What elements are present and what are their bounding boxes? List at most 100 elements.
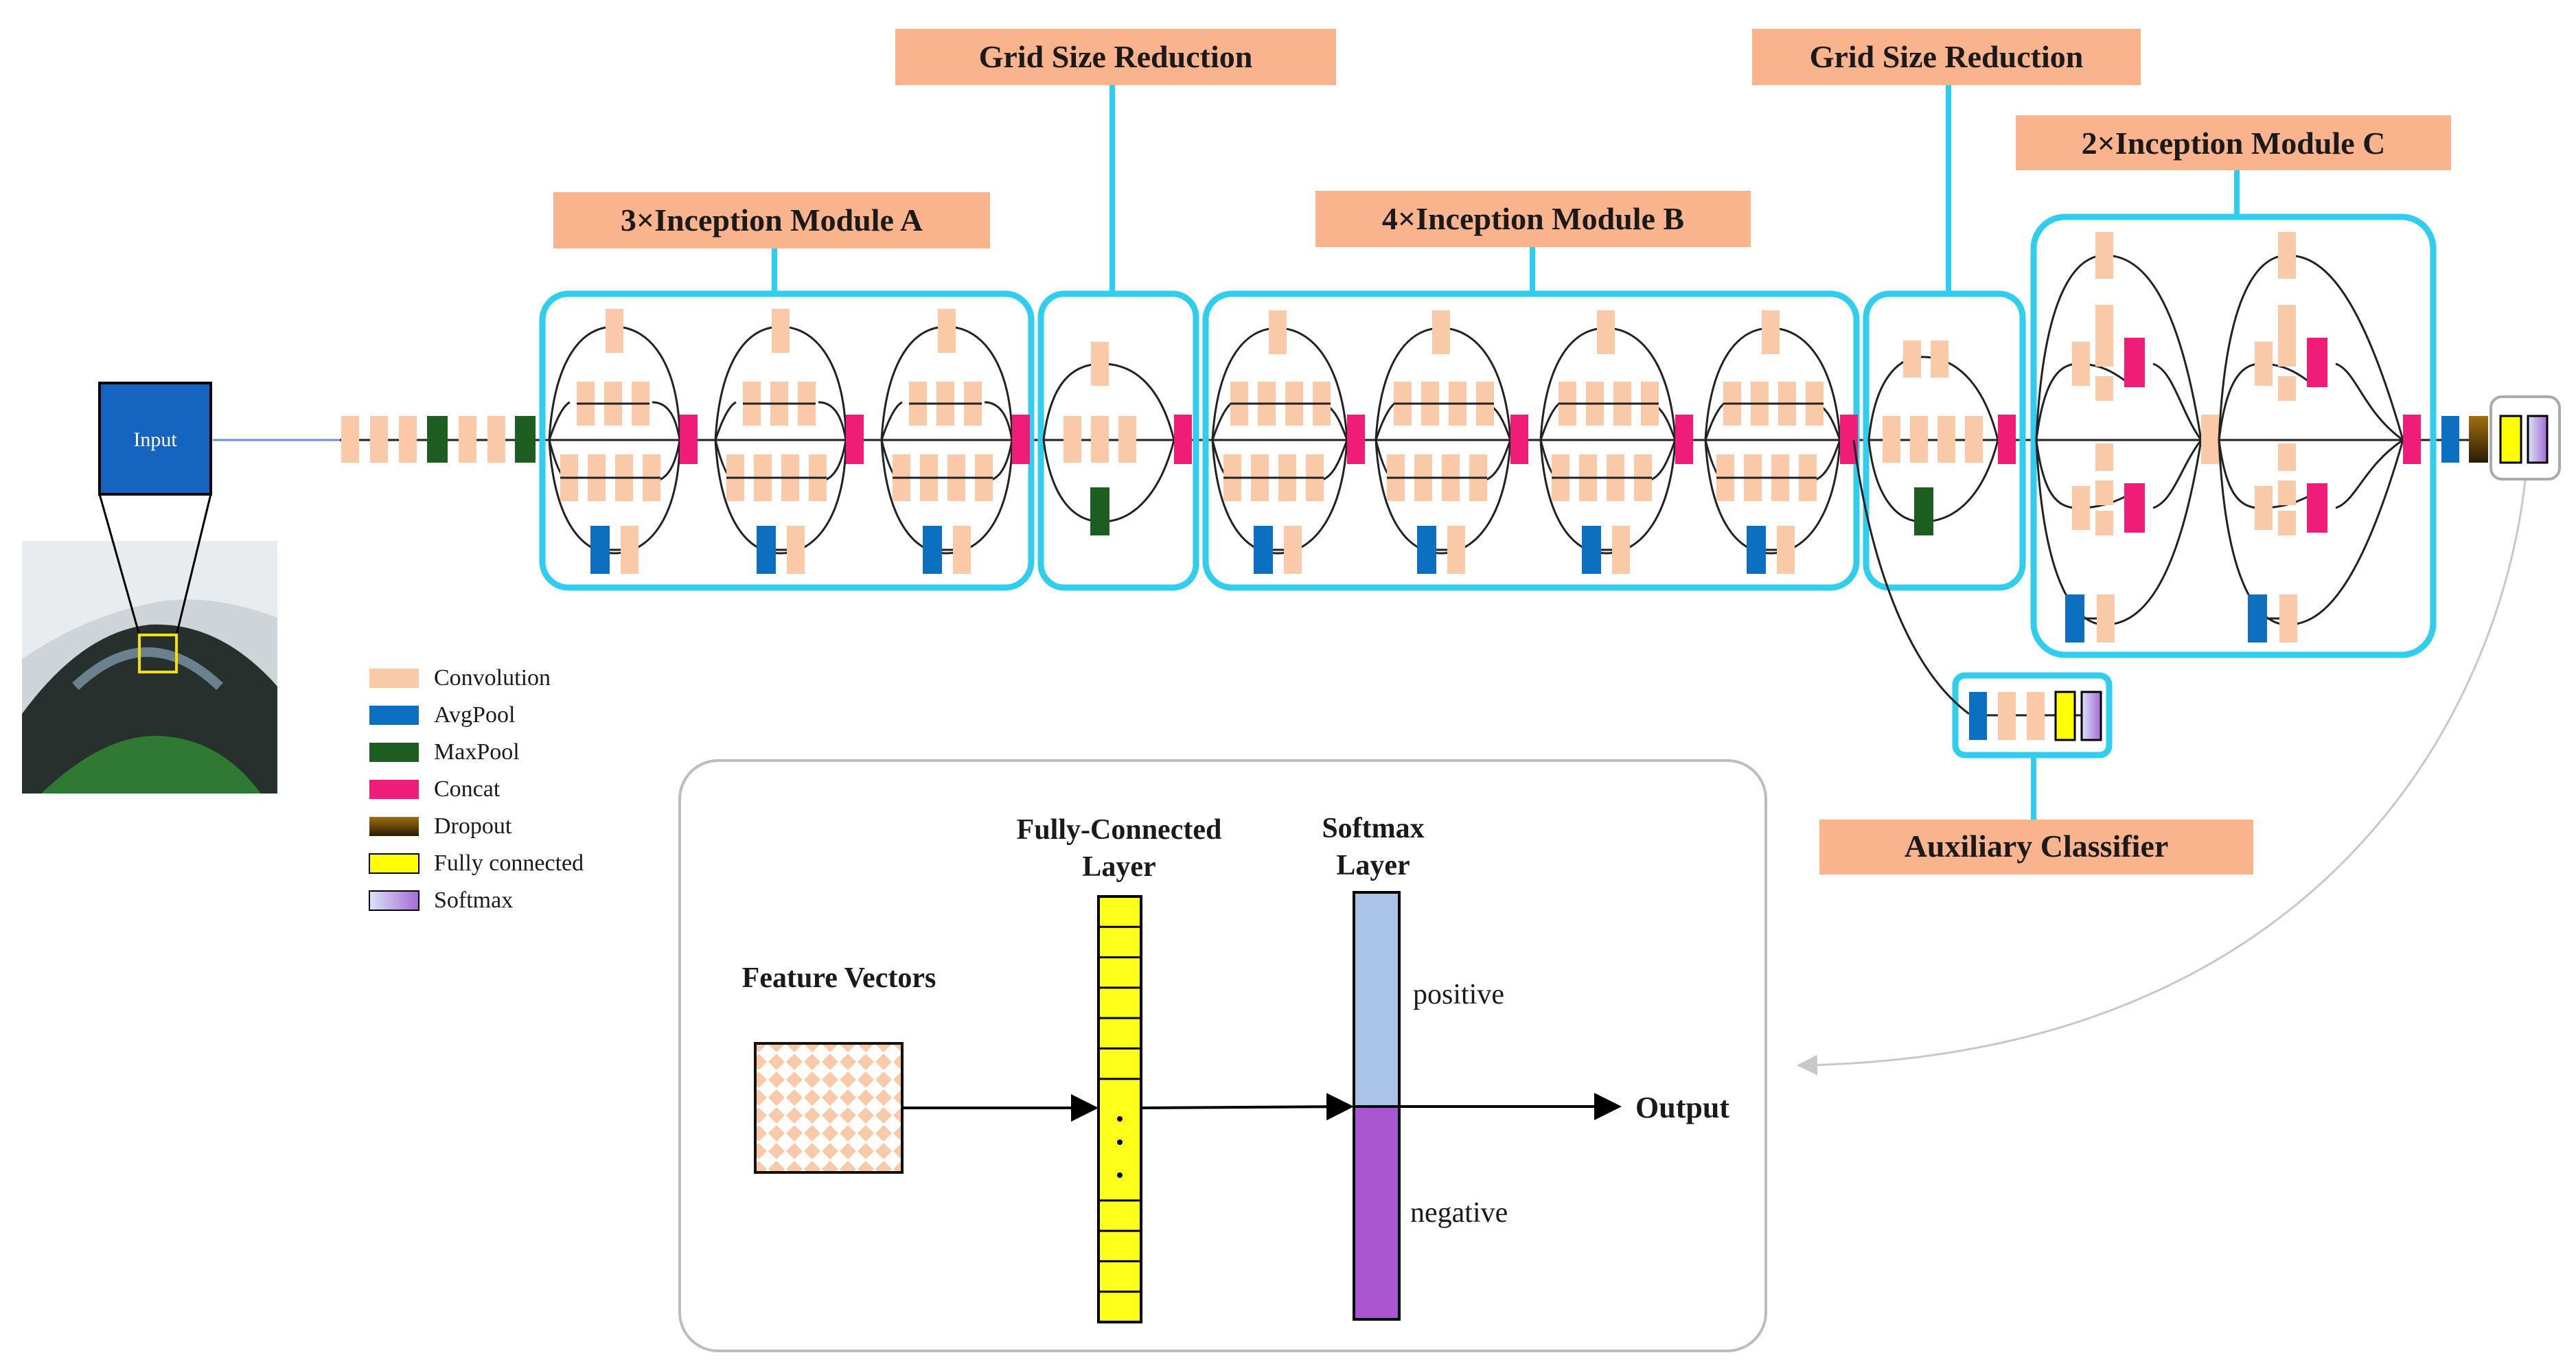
c-avgpool <box>2065 594 2084 643</box>
b-block-1 <box>1211 310 1365 574</box>
b-conv <box>1269 310 1287 354</box>
grid-reduction-2-frame <box>1863 290 2026 591</box>
positive-label: positive <box>1413 979 1504 1010</box>
b-conv <box>1284 526 1302 574</box>
c-conv <box>2278 343 2296 367</box>
c-conv <box>2255 342 2273 386</box>
banner-auxiliary <box>1819 820 2253 875</box>
softmax-layer-title-2: Layer <box>1336 850 1410 881</box>
b-branch-path <box>1704 439 1841 555</box>
aux-avgpool <box>1969 692 1987 740</box>
stem-layers <box>341 416 536 463</box>
zoom-region <box>138 634 178 673</box>
c-conv <box>2072 342 2090 386</box>
b-avgpool <box>1417 526 1436 574</box>
inception-c-blocks <box>2035 232 2421 643</box>
banner-grid-reduction-2-text: Grid Size Reduction <box>1810 39 2084 74</box>
c-concat <box>2403 415 2421 464</box>
b-conv <box>1447 526 1465 574</box>
zoom-line-right <box>175 494 212 636</box>
a-avgpool <box>923 526 942 574</box>
a-conv <box>772 309 790 353</box>
aux-conv-1 <box>1998 692 2016 740</box>
a-conv <box>938 309 956 353</box>
a-branch-path <box>984 401 1013 441</box>
a-conv <box>621 526 639 574</box>
legend-swatch-convolution <box>369 669 419 688</box>
a-conv <box>787 526 805 574</box>
input-photo <box>22 541 277 794</box>
c-concat <box>2307 483 2327 533</box>
b-branch-path <box>1539 439 1677 555</box>
c-branch-path <box>2152 439 2203 509</box>
head-fully-connected <box>2499 415 2522 464</box>
c-conv <box>2278 481 2296 505</box>
inception-c-frame <box>2030 213 2437 658</box>
detail-panel <box>678 759 1767 1352</box>
a-concat <box>846 415 864 464</box>
c-conv <box>2095 376 2113 401</box>
legend-label-softmax: Softmax <box>434 888 513 913</box>
c-conv <box>2201 415 2219 464</box>
b-conv <box>1432 310 1450 354</box>
a-branch-path <box>548 439 681 555</box>
c-avgpool <box>2248 594 2267 643</box>
a-concat <box>1012 415 1030 464</box>
a-branch-path <box>818 401 847 441</box>
legend-swatch-maxpool <box>369 743 419 762</box>
c-conv <box>2095 481 2113 505</box>
c-conv <box>2278 511 2296 535</box>
c-conv <box>2278 305 2296 349</box>
b-branch-path <box>1211 439 1348 555</box>
legend-label-convolution: Convolution <box>434 665 551 691</box>
gr1-conv-mid-3 <box>1118 416 1136 463</box>
fc-layer-body <box>1097 895 1142 1323</box>
a-branch-path <box>714 439 847 555</box>
fc-ellipsis-dot <box>1117 1116 1123 1122</box>
a-branch-path <box>714 401 737 441</box>
fc-layer-title-2: Layer <box>1082 851 1155 883</box>
b-block-2 <box>1375 310 1528 574</box>
b-conv <box>1612 526 1630 574</box>
a-block-2 <box>714 309 864 574</box>
aux-softmax <box>2080 691 2102 741</box>
c-conv <box>2255 486 2273 530</box>
c-concat <box>2124 338 2145 387</box>
gr2-concat <box>1998 415 2016 464</box>
banner-grid-reduction-1 <box>895 29 1336 85</box>
stem-conv-2 <box>370 416 388 463</box>
legend-label-fully_connected: Fully connected <box>434 850 584 876</box>
c-conv <box>2279 594 2297 643</box>
a-avgpool <box>590 526 610 574</box>
feature-vectors-title: Feature Vectors <box>742 962 936 994</box>
aux-fully-connected <box>2054 691 2076 741</box>
legend-label-avgpool: AvgPool <box>434 702 515 728</box>
c-conv <box>2072 486 2090 530</box>
a-conv <box>953 526 971 574</box>
legend-label-dropout: Dropout <box>434 813 512 839</box>
legend-swatch-concat <box>369 780 419 799</box>
c-conv <box>2097 594 2115 643</box>
a-branch-path <box>548 401 571 441</box>
c-concat <box>2124 483 2145 533</box>
gr1-conv-mid-2 <box>1091 416 1109 463</box>
head-dropout <box>2469 416 2488 463</box>
legend-swatch-fully_connected <box>369 853 419 874</box>
b-concat <box>1510 415 1528 464</box>
a-branch-path <box>880 401 903 441</box>
banner-inception-a-text: 3×Inception Module A <box>621 202 923 238</box>
gr2-conv-mid-1 <box>1883 416 1900 463</box>
banner-grid-reduction-2 <box>1752 29 2141 85</box>
stem-maxpool-2 <box>515 416 536 463</box>
a-block-3 <box>880 309 1030 574</box>
head-to-detail-arrow <box>1797 480 2527 1076</box>
input-box <box>98 382 212 496</box>
b-branch-path <box>1375 439 1512 555</box>
legend: ConvolutionAvgPoolMaxPoolConcatDropoutFu… <box>369 665 584 913</box>
stem-conv-1 <box>341 416 359 463</box>
banner-grid-reduction-1-text: Grid Size Reduction <box>979 39 1253 74</box>
c-conv <box>2278 232 2296 279</box>
c-branch-path <box>2035 439 2203 626</box>
c-conv <box>2095 343 2113 367</box>
input-label: Input <box>133 428 177 451</box>
